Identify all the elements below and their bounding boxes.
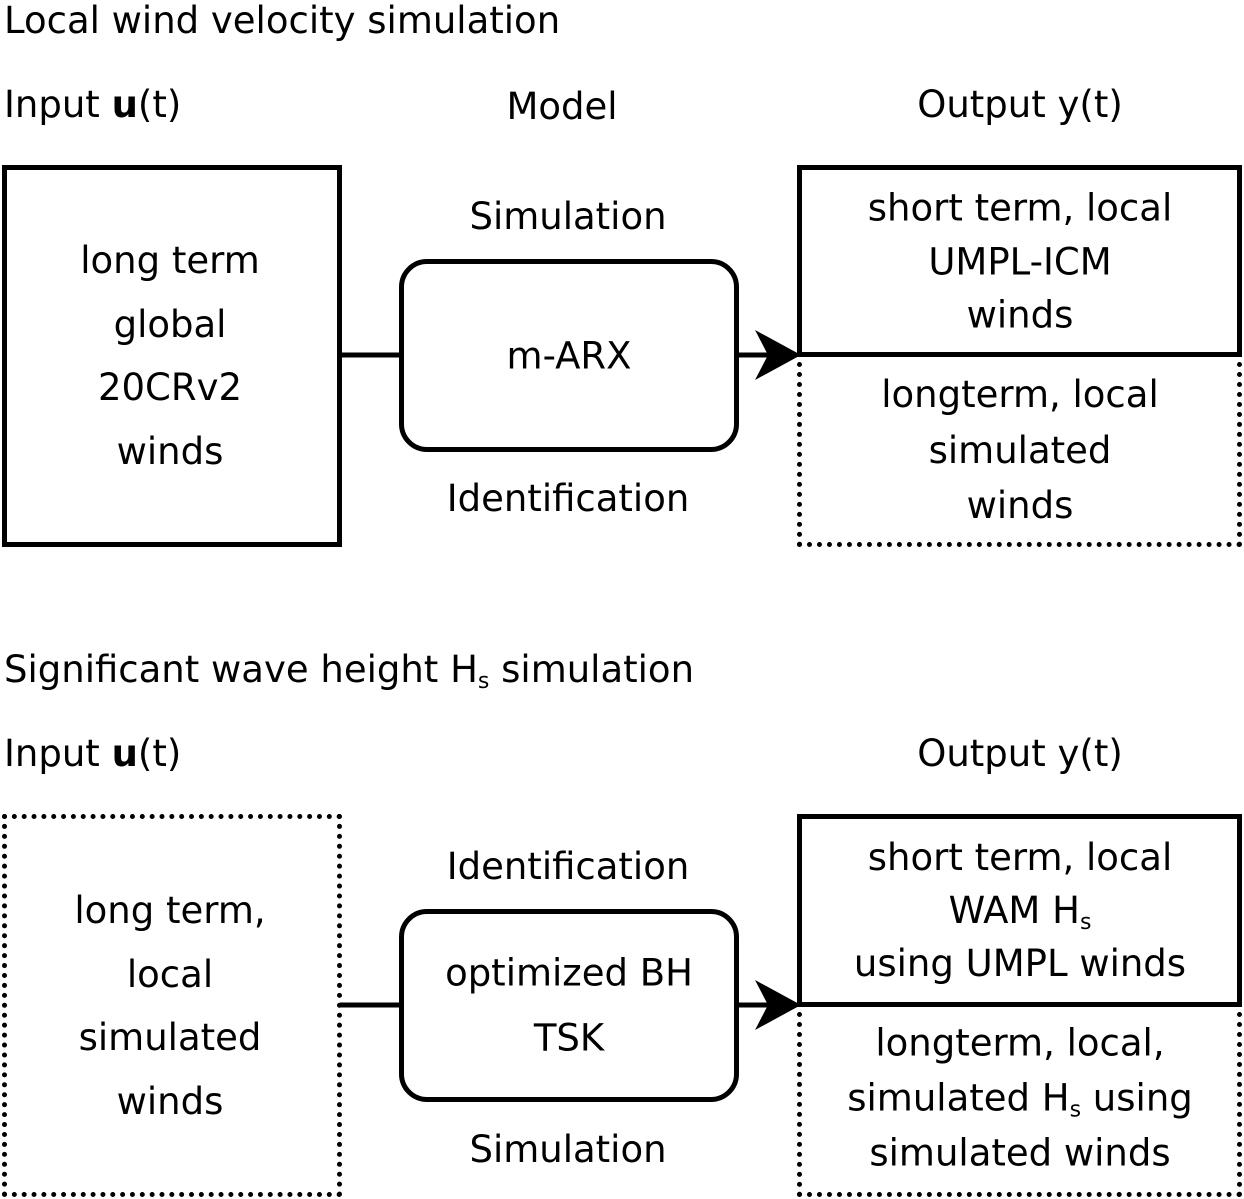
- top-diagram-title: Local wind velocity simulation: [4, 0, 561, 42]
- text-line: winds: [966, 293, 1074, 337]
- bottom-model-box: [399, 909, 739, 1102]
- bottom-output-solid-box: [797, 814, 1242, 1007]
- title-text: simulation: [489, 648, 695, 691]
- bottom-below-model-label: Simulation: [469, 1128, 667, 1171]
- text-part: simulated H: [847, 1076, 1070, 1120]
- text-line: longterm, local: [881, 372, 1159, 416]
- text-part: using: [1081, 1076, 1193, 1120]
- bottom-above-model-label: Identification: [446, 845, 690, 888]
- text-line: simulated winds: [869, 1131, 1171, 1175]
- text-line: long term,: [74, 888, 266, 932]
- top-above-model-label: Simulation: [469, 195, 667, 238]
- text-line: simulated: [78, 1016, 262, 1059]
- top-model-box: [399, 259, 739, 452]
- text-line: global: [113, 302, 227, 346]
- bottom-arrow-head-icon: [755, 980, 801, 1030]
- text-line: UMPL-ICM: [928, 240, 1112, 284]
- text-line: winds: [966, 483, 1074, 527]
- top-arrow-head-icon: [755, 330, 801, 380]
- bottom-output-heading: Output y(t): [917, 732, 1123, 775]
- top-output-solid-box: [797, 165, 1242, 357]
- text-line: winds: [116, 1079, 224, 1123]
- text-line: using UMPL winds: [853, 941, 1187, 985]
- top-below-model-label: Identification: [446, 477, 690, 520]
- text-line: winds: [116, 429, 224, 473]
- bottom-output-solid-text: short term, local WAM Hs using UMPL wind…: [854, 832, 1186, 990]
- bottom-output-dotted-box: [797, 1002, 1242, 1197]
- input-label: Input: [4, 732, 100, 775]
- bottom-model-box-text: optimized BH TSK: [445, 941, 693, 1071]
- text-line: longterm, local,: [875, 1021, 1165, 1065]
- title-text: Significant wave height H: [4, 648, 478, 691]
- text-line: simulated: [928, 428, 1112, 472]
- top-input-box: [2, 165, 342, 547]
- top-model-box-text: m-ARX: [507, 326, 632, 385]
- model-name: TSK: [533, 1016, 605, 1059]
- text-line: local: [126, 952, 214, 996]
- subscript: s: [1079, 909, 1092, 935]
- model-name: optimized BH: [445, 951, 693, 995]
- input-symbol: u: [111, 732, 138, 775]
- text-line: 20CRv2: [97, 366, 243, 409]
- top-model-heading: Model: [506, 85, 618, 128]
- bottom-output-dotted-text: longterm, local, simulated Hs using simu…: [847, 1016, 1193, 1181]
- input-arg: (t): [137, 83, 182, 126]
- top-output-dotted-box: [797, 352, 1242, 547]
- input-arg: (t): [137, 732, 182, 775]
- subscript: s: [1069, 1097, 1082, 1123]
- text-line: simulated Hs using: [847, 1071, 1193, 1127]
- bottom-input-box: [2, 814, 342, 1197]
- model-name: m-ARX: [506, 334, 632, 378]
- text-line: long term: [80, 238, 260, 282]
- top-input-box-text: long term global 20CRv2 winds: [80, 229, 260, 484]
- top-output-dotted-text: longterm, local simulated winds: [881, 367, 1158, 534]
- top-input-heading: Input u(t): [4, 86, 181, 123]
- input-label: Input: [4, 83, 100, 126]
- input-symbol: u: [111, 83, 138, 126]
- top-output-solid-text: short term, local UMPL-ICM winds: [868, 182, 1172, 343]
- title-subscript: s: [477, 669, 490, 694]
- text-part: WAM H: [948, 888, 1080, 932]
- text-line: WAM Hs: [854, 884, 1186, 937]
- bottom-diagram-title: Significant wave height Hs simulation: [4, 651, 694, 693]
- bottom-input-heading: Input u(t): [4, 735, 181, 772]
- text-line: short term, local: [867, 186, 1173, 230]
- text-line: short term, local: [867, 835, 1173, 879]
- top-output-heading: Output y(t): [917, 83, 1123, 126]
- bottom-input-box-text: long term, local simulated winds: [74, 879, 265, 1134]
